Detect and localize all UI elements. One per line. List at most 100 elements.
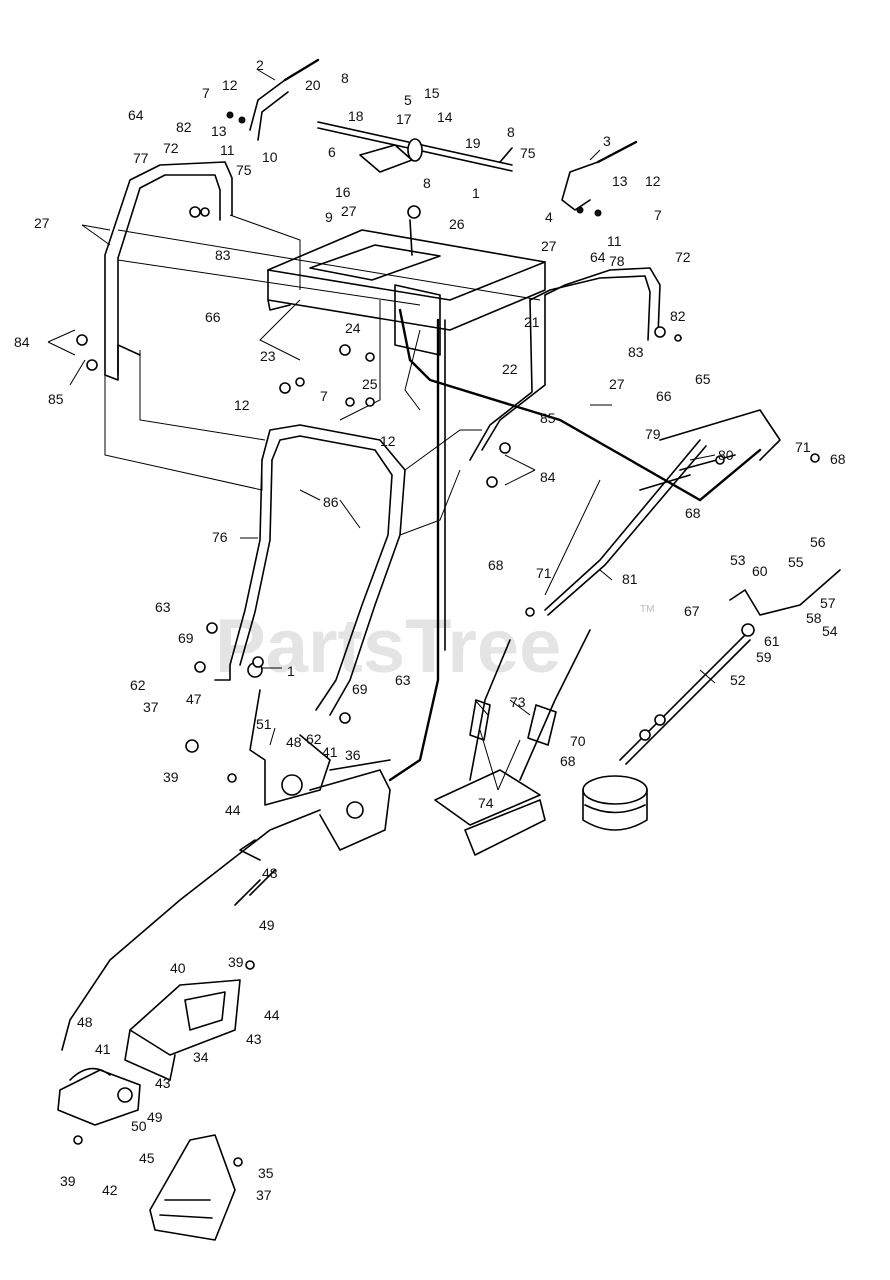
callout-68c: 68 xyxy=(488,557,504,573)
callout-70: 70 xyxy=(570,733,586,749)
callout-63: 63 xyxy=(155,599,171,615)
callout-12b: 12 xyxy=(645,173,661,189)
callout-82: 82 xyxy=(176,119,192,135)
callout-48c: 48 xyxy=(77,1014,93,1030)
callout-84: 84 xyxy=(14,334,30,350)
callout-11b: 11 xyxy=(607,233,622,249)
callout-68d: 68 xyxy=(560,753,576,769)
engine-pulley xyxy=(582,775,648,831)
callout-5: 5 xyxy=(404,92,412,108)
callout-12d: 12 xyxy=(380,433,396,449)
reference-lines xyxy=(104,214,601,596)
callout-80: 80 xyxy=(718,447,734,463)
callout-66: 66 xyxy=(205,309,221,325)
frame-blocks xyxy=(434,769,546,856)
callout-42: 42 xyxy=(102,1182,118,1198)
callout-66b: 66 xyxy=(656,388,672,404)
callout-39c: 39 xyxy=(60,1173,76,1189)
callout-85: 85 xyxy=(48,391,64,407)
callout-labels: 2 3 7 12 13 20 8 5 15 14 18 17 64 82 11 … xyxy=(14,57,846,1203)
auger-cable-long xyxy=(61,809,321,1051)
callout-67: 67 xyxy=(684,603,700,619)
callout-43b: 43 xyxy=(155,1075,171,1091)
callout-64b: 64 xyxy=(590,249,606,265)
callout-2: 2 xyxy=(256,57,264,73)
callout-60: 60 xyxy=(752,563,768,579)
callout-37b: 37 xyxy=(256,1187,272,1203)
callout-12c: 12 xyxy=(234,397,250,413)
callout-6: 6 xyxy=(328,144,336,160)
callout-27d: 27 xyxy=(609,376,625,392)
callout-55: 55 xyxy=(788,554,804,570)
callout-1: 1 xyxy=(472,185,480,201)
callout-57: 57 xyxy=(820,595,836,611)
callout-10: 10 xyxy=(262,149,278,165)
callout-71: 71 xyxy=(795,439,811,455)
callout-36: 36 xyxy=(345,747,361,763)
watermark: PartsTree xyxy=(215,604,561,689)
callout-68: 68 xyxy=(830,451,846,467)
callout-44b: 44 xyxy=(264,1007,280,1023)
callout-73: 73 xyxy=(510,694,526,710)
callout-3: 3 xyxy=(603,133,611,149)
callout-24: 24 xyxy=(345,320,361,336)
callout-35: 35 xyxy=(258,1165,274,1181)
callout-82b: 82 xyxy=(670,308,686,324)
callout-78: 78 xyxy=(609,253,625,269)
callout-44: 44 xyxy=(225,802,241,818)
callout-8: 8 xyxy=(341,70,349,86)
clutch-assembly xyxy=(57,1067,141,1126)
callout-63b: 63 xyxy=(395,672,411,688)
leader-lines xyxy=(47,69,716,791)
callout-40: 40 xyxy=(170,960,186,976)
callout-13: 13 xyxy=(211,123,227,139)
callout-22: 22 xyxy=(502,361,518,377)
callout-27c: 27 xyxy=(541,238,557,254)
callout-81: 81 xyxy=(622,571,638,587)
callout-39b: 39 xyxy=(228,954,244,970)
callout-14: 14 xyxy=(437,109,453,125)
callout-75: 75 xyxy=(236,162,252,178)
callout-16: 16 xyxy=(335,184,351,200)
callout-1b: 1 xyxy=(287,663,295,679)
callout-19: 19 xyxy=(465,135,481,151)
callout-25: 25 xyxy=(362,376,378,392)
callout-8c: 8 xyxy=(423,175,431,191)
callout-49b: 49 xyxy=(147,1109,163,1125)
callout-69b: 69 xyxy=(352,681,368,697)
bottom-bracket xyxy=(149,1134,236,1241)
shift-rod xyxy=(544,409,781,616)
callout-18: 18 xyxy=(348,108,364,124)
callout-83: 83 xyxy=(215,247,231,263)
callout-21: 21 xyxy=(524,314,540,330)
callout-59: 59 xyxy=(756,649,772,665)
callout-37: 37 xyxy=(143,699,159,715)
left-handle-grip xyxy=(249,58,320,141)
callout-50: 50 xyxy=(131,1118,147,1134)
shift-linkage xyxy=(619,569,841,765)
callout-72: 72 xyxy=(163,140,179,156)
callout-48: 48 xyxy=(286,734,302,750)
callout-26: 26 xyxy=(449,216,465,232)
callout-45: 45 xyxy=(139,1150,155,1166)
callout-58: 58 xyxy=(806,610,822,626)
callout-75b: 75 xyxy=(520,145,536,161)
callout-54: 54 xyxy=(822,623,838,639)
watermark-tm: TM xyxy=(640,604,654,615)
callout-41: 41 xyxy=(322,744,338,760)
callout-12: 12 xyxy=(222,77,238,93)
lever-mechanism xyxy=(249,689,391,851)
callout-41b: 41 xyxy=(95,1041,111,1057)
callout-53: 53 xyxy=(730,552,746,568)
callout-47: 47 xyxy=(186,691,202,707)
callout-84b: 84 xyxy=(540,469,556,485)
upper-left-handle xyxy=(104,161,233,381)
callout-17: 17 xyxy=(396,111,412,127)
callout-83b: 83 xyxy=(628,344,644,360)
chute-cover xyxy=(124,979,241,1081)
callout-27b: 27 xyxy=(34,215,50,231)
callout-49: 49 xyxy=(259,917,275,933)
callout-7: 7 xyxy=(202,85,210,101)
callout-68b: 68 xyxy=(685,505,701,521)
